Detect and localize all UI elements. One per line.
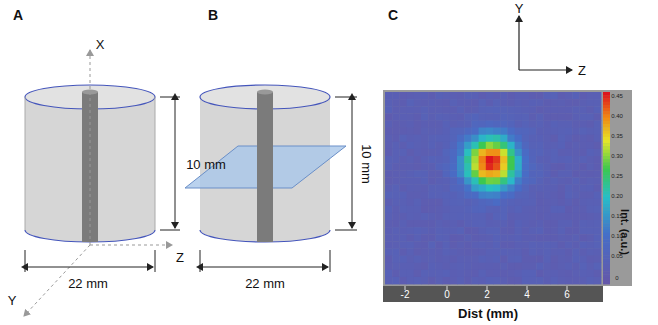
axis-label: Y bbox=[8, 294, 17, 307]
colorbar-tick: 0.25 bbox=[611, 173, 623, 179]
axis-label: 6 bbox=[564, 290, 570, 300]
axis-label: 2 bbox=[484, 290, 490, 300]
cylinder-b bbox=[185, 85, 357, 272]
axis-label: 22 mm bbox=[245, 277, 285, 290]
panel-letter: B bbox=[208, 8, 218, 22]
axis-label: Dist (mm) bbox=[458, 307, 518, 320]
panel-letter: C bbox=[388, 8, 398, 22]
axis-label: 22 mm bbox=[68, 277, 108, 290]
colorbar-tick: 0.20 bbox=[611, 193, 623, 199]
colorbar-tick: 0.10 bbox=[611, 233, 623, 239]
colorbar-tick: 0.40 bbox=[611, 113, 623, 119]
panel-letter: A bbox=[13, 8, 23, 22]
heatmap bbox=[385, 92, 601, 284]
axis-label: 10 mm bbox=[360, 144, 373, 184]
axis-label: X bbox=[96, 38, 105, 51]
axis-label: -2 bbox=[401, 290, 410, 300]
colorbar-tick: 0.45 bbox=[611, 93, 623, 99]
axis-label: Z bbox=[176, 251, 184, 264]
cylinder-a bbox=[24, 50, 180, 316]
axis-label: Z bbox=[578, 64, 586, 77]
colorbar-tick: 0.30 bbox=[611, 153, 623, 159]
axis-label: Y bbox=[515, 2, 524, 15]
colorbar-tick: 0.35 bbox=[611, 133, 623, 139]
colorbar-tick: 0 bbox=[615, 275, 618, 281]
axis-label: 4 bbox=[524, 290, 530, 300]
colorbar-tick: 0.05 bbox=[611, 253, 623, 259]
axis-label: 0 bbox=[444, 290, 450, 300]
colorbar bbox=[603, 92, 610, 284]
colorbar-tick: 0.15 bbox=[611, 213, 623, 219]
axis-label: 10 mm bbox=[186, 158, 226, 171]
